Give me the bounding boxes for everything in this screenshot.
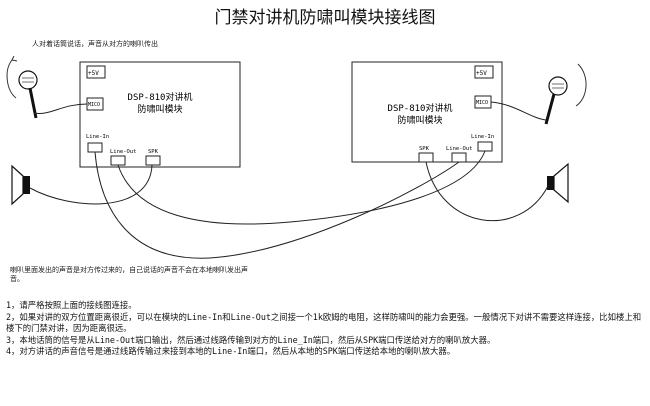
left-line-out-label: Line-Out [110, 149, 137, 155]
wiring [29, 101, 549, 259]
left-mic-label: MICO [88, 102, 100, 108]
left-spk-label: SPK [148, 149, 159, 155]
wire-right-mic [490, 101, 547, 121]
left-sound-arrow-icon [11, 55, 18, 62]
left-speaker-icon [11, 164, 30, 206]
wire-left-mic [33, 103, 88, 114]
right-microphone-icon [544, 76, 568, 125]
right-speaker-icon [547, 162, 569, 204]
right-power-label: +5V [476, 70, 487, 77]
right-line-in-port [477, 141, 493, 152]
instruction-4: 4，对方讲话的声音信号是通过线路传输过来接到本地的Line-In端口，然后从本地… [6, 346, 456, 357]
right-power-port [474, 65, 494, 79]
left-sound-arc-icon [6, 59, 17, 99]
left-spk-port [145, 155, 161, 166]
left-line-in-port [87, 142, 103, 153]
instruction-3: 3，本地话筒的信号是从Line-Out端口输出，然后通过线路传输到对方的Line… [6, 334, 496, 345]
module-right-title-1: DSP-810对讲机 [388, 102, 453, 114]
left-line-in-label: Line-In [86, 134, 109, 140]
right-spk-label: SPK [419, 146, 430, 152]
right-line-out-port [451, 152, 467, 163]
wire-left-out-right-in [117, 150, 486, 225]
wire-right-spk-speaker [425, 161, 549, 221]
wire-left-in-right-out [94, 151, 460, 259]
right-mic-label: MICO [476, 100, 488, 106]
right-line-in-label: Line-In [471, 134, 494, 140]
note-top-left: 人对着话筒说话，声音从对方的喇叭传出 [32, 40, 158, 48]
module-left-title-1: DSP-810对讲机 [128, 91, 193, 103]
right-sound-arc-icon [575, 63, 587, 107]
left-power-port [86, 65, 106, 79]
module-right-title-2: 防啸叫模块 [397, 114, 442, 126]
instruction-1: 1，请严格按照上面的接线图连接。 [6, 300, 137, 310]
left-microphone-icon [18, 70, 38, 119]
instruction-2: 2，如果对讲的双方位置距离很近，可以在模块的Line-In和Line-Out之间… [6, 311, 642, 334]
right-spk-port [418, 152, 434, 163]
module-left-box [79, 61, 241, 168]
wire-left-spk-speaker [29, 164, 153, 205]
left-power-label: +5V [88, 70, 99, 77]
diagram-title: 门禁对讲机防啸叫模块接线图 [214, 8, 436, 28]
note-speaker: 喇叭里面发出的声音是对方传过来的，自己说话的声音不会在本地喇叭发出声音。 [10, 266, 248, 283]
module-left-title-2: 防啸叫模块 [137, 103, 182, 115]
right-line-out-label: Line-Out [446, 146, 473, 152]
instructions: 1，请严格按照上面的接线图连接。 2，如果对讲的双方位置距离很近，可以在模块的L… [6, 300, 642, 358]
left-line-out-port [110, 155, 126, 166]
